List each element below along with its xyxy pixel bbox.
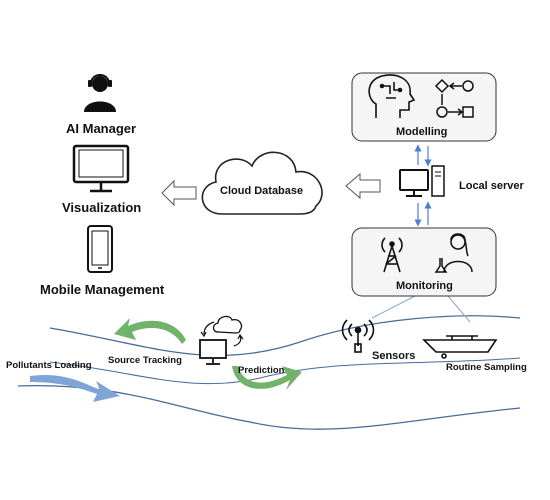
ai-manager-label: AI Manager [66,121,137,136]
source-tracking-arrow [114,318,186,344]
brain-circuit-icon [368,74,416,118]
river-bank-top [49,315,521,357]
computer-icon [399,165,445,197]
prediction-arrow [232,366,302,390]
pollutants-loading-label: Pollutants Loading [6,360,92,371]
server-to-cloud-arrow [345,172,381,200]
flowchart-icon [434,78,474,118]
radio-tower-icon [381,237,403,273]
cloud-database-label: Cloud Database [220,185,304,197]
cloud-icon [201,151,323,215]
modelling-box [351,72,497,142]
river-midline [49,357,521,385]
computer-icon [199,315,244,365]
mobile-management-label: Mobile Management [40,282,165,297]
prediction-label: Prediction [238,365,285,376]
source-tracking-label: Source Tracking [108,355,182,366]
sensor-icon [341,319,375,353]
monitor-icon [72,144,130,193]
routine-sampling-label: Routine Sampling [446,362,527,373]
scientist-icon [434,233,473,273]
modelling-label: Modelling [396,126,448,138]
sensors-label: Sensors [372,350,416,362]
sensors-to-monitoring-line [371,295,416,319]
headset-person-icon [84,74,116,112]
monitoring-box [351,227,497,297]
sampling-to-monitoring-line [447,295,471,323]
boat-icon [422,335,498,359]
monitoring-label: Monitoring [396,280,453,292]
cloud-to-visualization-arrow [161,179,197,207]
local-server-label: Local server [459,180,524,192]
visualization-label: Visualization [62,200,142,215]
phone-icon [87,225,113,273]
pollutant-flow-arrow [30,374,120,402]
